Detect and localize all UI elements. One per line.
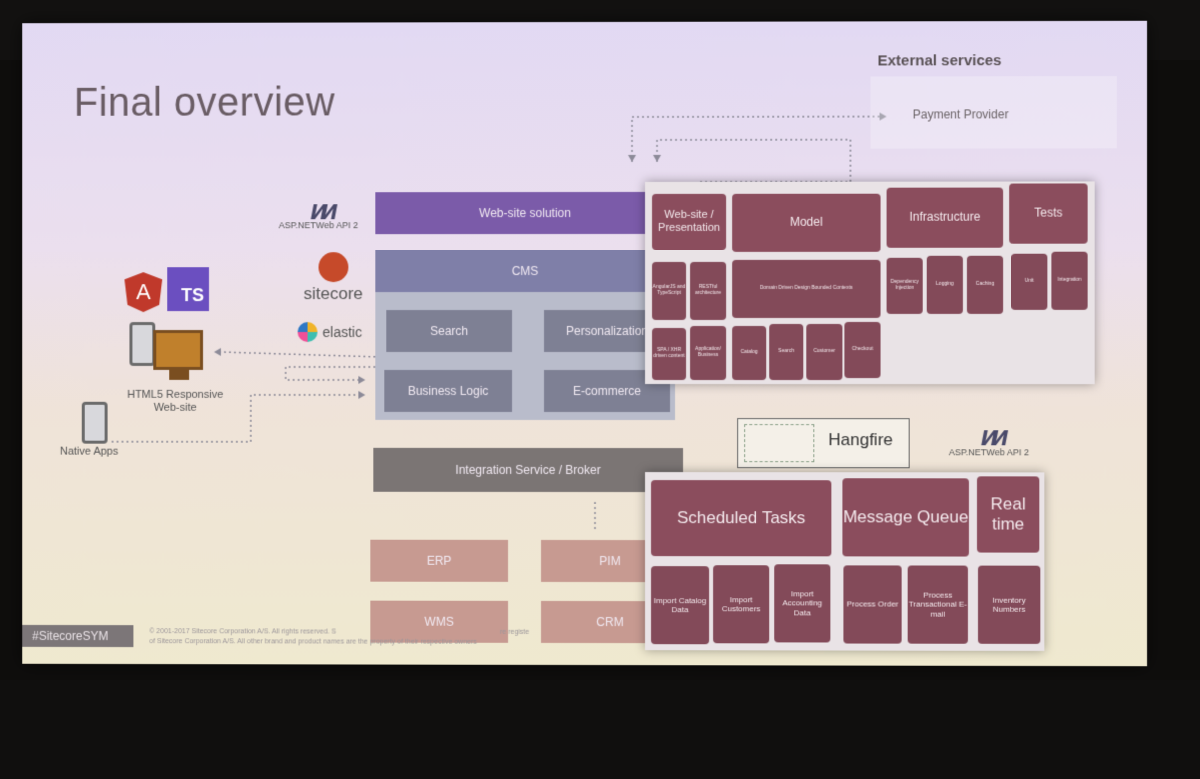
website-solution-bar: Web-site solution <box>375 192 675 234</box>
ddd-cell: Domain Driven Design Bounded Contexts <box>732 260 880 318</box>
desktop-monitor-icon <box>153 330 203 370</box>
process-email-cell: Process Transactional E-mail <box>908 565 968 643</box>
import-customers-cell: Import Customers <box>713 565 769 643</box>
search-block: Search <box>386 310 512 352</box>
angular-ts-cell: AngularJS and TypeScript <box>652 262 686 320</box>
presentation-header: Web-site / Presentation <box>652 194 726 250</box>
payment-provider-label: Payment Provider <box>913 107 1009 121</box>
inventory-numbers-cell: Inventory Numbers <box>978 566 1040 644</box>
connector-html5-1 <box>221 352 380 357</box>
aspnet-webapi-label: ASP.NETWeb API 2 <box>279 220 358 230</box>
checkout-cell: Checkout <box>844 322 880 378</box>
copyright-tail: re registe <box>500 628 560 638</box>
monitor-stand-icon <box>169 370 189 380</box>
customer-cell: Customer <box>806 324 842 380</box>
typescript-logo-icon: TS <box>167 267 209 311</box>
business-logic-block: Business Logic <box>384 370 512 412</box>
external-services-title: External services <box>878 52 1002 69</box>
logging-cell: Logging <box>927 256 963 314</box>
hangfire-label: Hangfire <box>828 430 892 450</box>
import-accounting-cell: Import Accounting Data <box>774 564 830 642</box>
spa-xhr-cell: SPA / XHR driven content <box>652 328 686 380</box>
caching-cell: Caching <box>967 256 1003 314</box>
hashtag-footer: #SitecoreSYM <box>22 625 133 647</box>
integration-test-cell: Integration <box>1051 252 1087 310</box>
real-time-header: Real time <box>977 476 1039 552</box>
unit-test-cell: Unit <box>1011 254 1047 310</box>
scheduled-tasks-header: Scheduled Tasks <box>651 480 831 556</box>
restful-cell: RESTful architecture <box>690 262 726 320</box>
elastic-label: elastic <box>322 324 362 340</box>
infrastructure-header: Infrastructure <box>887 188 1004 248</box>
html5-website-label: HTML5 Responsive Web-site <box>125 389 224 415</box>
hangfire-diagram-icon <box>744 424 814 462</box>
dependency-injection-cell: Dependency Injection <box>887 258 923 314</box>
integration-broker-bar: Integration Service / Broker <box>373 448 683 492</box>
sitecore-logo-icon <box>319 252 349 282</box>
cms-bar: CMS <box>375 250 675 292</box>
native-apps-label: Native Apps <box>60 446 118 458</box>
model-header: Model <box>732 194 880 252</box>
room-floor <box>0 680 1200 779</box>
copyright-line-2: of Sitecore Corporation A/S. All other b… <box>149 637 568 648</box>
application-business-cell: Application/ Business <box>690 326 726 380</box>
import-catalog-cell: Import Catalog Data <box>651 566 709 644</box>
sitecore-label: sitecore <box>304 284 363 304</box>
slide-title: Final overview <box>74 80 335 125</box>
presentation-slide: Final overview External services Payment… <box>22 21 1147 666</box>
native-app-phone-icon <box>82 402 108 444</box>
connector-payment-2 <box>657 140 850 182</box>
search-context-cell: Search <box>769 324 803 380</box>
process-order-cell: Process Order <box>843 565 901 643</box>
catalog-cell: Catalog <box>732 326 766 380</box>
message-queue-header: Message Queue <box>842 478 969 556</box>
tests-header: Tests <box>1009 183 1087 243</box>
mobile-device-icon <box>129 322 155 366</box>
connector-html5-2 <box>286 367 381 380</box>
aspnet-webapi-label-2: ASP.NETWeb API 2 <box>949 447 1029 457</box>
erp-block: ERP <box>370 540 508 582</box>
elastic-logo-icon <box>298 322 318 342</box>
